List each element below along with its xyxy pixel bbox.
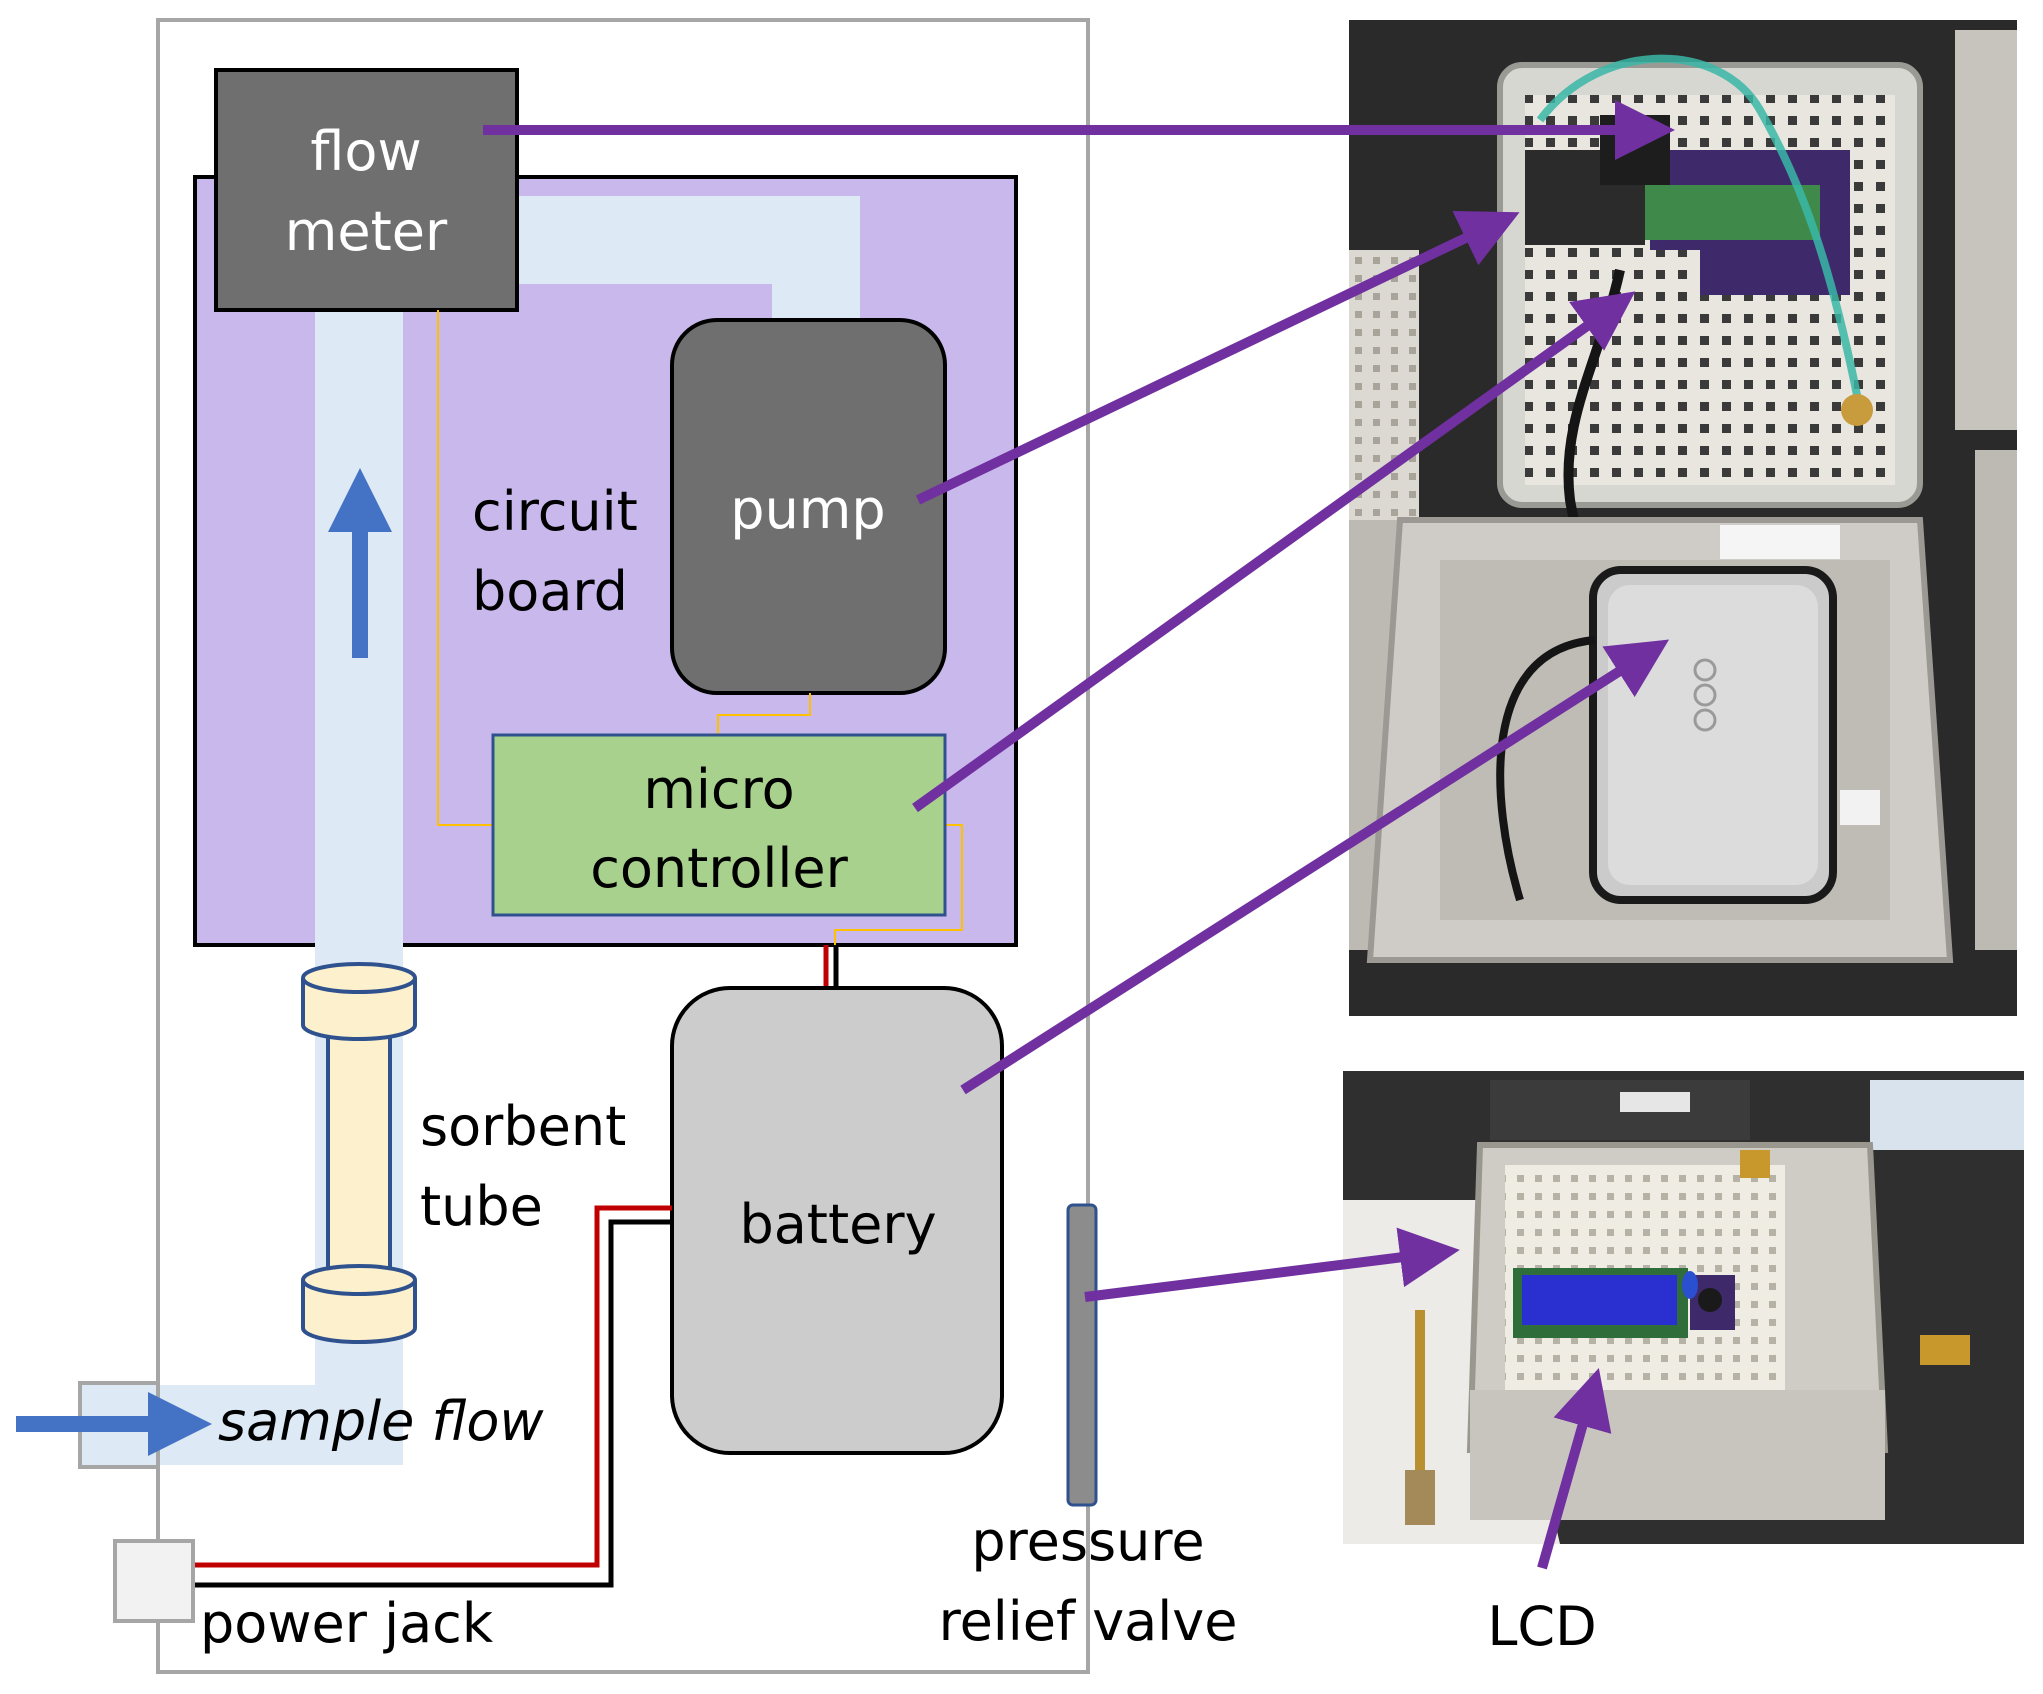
valve-label-2: relief valve bbox=[939, 1590, 1238, 1653]
battery-label: battery bbox=[739, 1193, 936, 1256]
circuit-board-label-2: board bbox=[472, 560, 628, 623]
power-wire-red bbox=[194, 1205, 672, 1568]
callout-pump bbox=[915, 211, 1520, 505]
micro-controller-label-1: micro bbox=[643, 758, 794, 821]
power-wire-black bbox=[194, 1219, 672, 1588]
sample-flow-label: sample flow bbox=[218, 1390, 544, 1453]
power-jack bbox=[113, 1539, 195, 1623]
sorbent-tube-label-1: sorbent bbox=[420, 1095, 626, 1158]
sorbent-tube-label-2: tube bbox=[420, 1175, 543, 1238]
lcd-label: LCD bbox=[1487, 1595, 1596, 1658]
flow-meter-label-1: flow bbox=[310, 120, 421, 183]
pump-label: pump bbox=[730, 478, 885, 541]
signal-wires bbox=[437, 310, 963, 955]
circuit-board-label-1: circuit bbox=[472, 480, 638, 543]
photo-enclosure-open bbox=[1349, 20, 2017, 1016]
flow-meter-box bbox=[214, 68, 519, 312]
callout-lcd bbox=[1537, 1367, 1612, 1570]
callout-valve bbox=[1084, 1227, 1460, 1302]
pump-box bbox=[670, 318, 947, 695]
micro-controller-label-2: controller bbox=[590, 837, 848, 900]
valve-label-1: pressure bbox=[971, 1510, 1204, 1573]
flow-meter-label-2: meter bbox=[285, 200, 448, 263]
callout-arrows bbox=[483, 100, 1675, 1570]
pressure-relief-valve bbox=[1066, 1203, 1098, 1507]
photo-enclosure-lcd bbox=[1343, 1071, 2024, 1544]
callout-battery bbox=[960, 639, 1670, 1095]
power-jack-label: power jack bbox=[200, 1592, 494, 1655]
sorbent-tube bbox=[301, 962, 417, 1344]
callout-micro-controller bbox=[912, 291, 1636, 813]
micro-controller-box bbox=[491, 733, 947, 917]
